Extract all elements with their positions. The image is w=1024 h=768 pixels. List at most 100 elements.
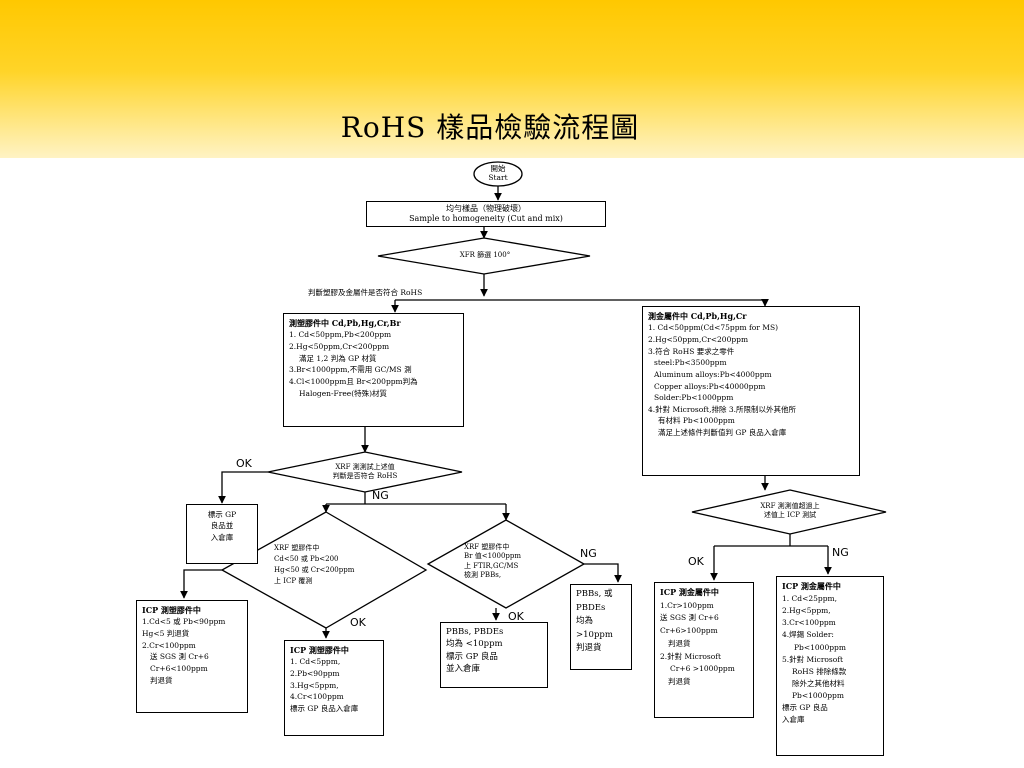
metal-criteria-line: 有材料 Pb<1000ppm [658,416,735,426]
pbb-ng-line: 均為 [576,616,594,627]
pbb-ng-box: PBBs, 或 PBDEs 均為 >10ppm 判退貨 [570,584,632,670]
icp-metal-ok-line: 判退貨 [668,638,691,648]
metal-icp-line: 述值上 ICP 測試 [763,511,817,520]
plastic-criteria-line: 3.Br<1000ppm,不需用 GC/MS 測 [289,365,412,375]
icp-plastic-ng-line: 判退貨 [150,675,173,685]
plastic-br-line: 檢測 PBBs, [464,571,502,580]
icp-plastic-ok-line: 1. Cd<5ppm, [290,657,341,667]
icp-metal-ng-line: RoHS 排除條款 [792,666,847,676]
icp-metal-ok-line: 送 SGS 測 Cr+6 [660,613,719,623]
metal-icp-line: XRF 測測值超過上 [760,502,820,510]
icp-plastic-ng-line: Hg<5 判退貨 [142,629,190,639]
icp-metal-ng-line: 入倉庫 [782,715,805,725]
homogenize-box: 均勻樣品（物理破壞） Sample to homogeneity (Cut an… [366,201,606,227]
icp-metal-ok-box: ICP 測金屬件中 1.Cr>100ppm 送 SGS 測 Cr+6 Cr+6>… [654,582,754,718]
header-band [0,0,1024,158]
pbb-ok-line: PBBs, PBDEs [446,627,504,637]
icp-plastic-ok-line: 標示 GP 良品入倉庫 [290,703,359,713]
metal-criteria-head: 測金屬件中 Cd,Pb,Hg,Cr [648,311,747,321]
plastic-criteria-line: 2.Hg<50ppm,Cr<200ppm [289,342,390,352]
icp-metal-ok-line: Cr+6>100ppm [660,626,718,636]
icp-plastic-ok-line: 4.Cr<100ppm [290,692,344,702]
ok-label: OK [508,610,524,623]
gp-stock-line: 良品並 [210,521,234,531]
ok-label: OK [688,555,704,568]
metal-criteria-line: 滿足上述條件判斷值判 GP 良品入倉庫 [658,428,787,438]
icp-plastic-ng-line: 送 SGS 測 Cr+6 [150,652,209,662]
plastic-criteria-line: 4.Cl<1000ppm且 Br<200ppm判為 [289,376,418,386]
ng-label: NG [372,489,389,502]
icp-plastic-ng-line: 2.Cr<100ppm [142,640,196,650]
slide-title: RoHS 樣品檢驗流程圖 [340,111,640,144]
icp-plastic-ng-line: 1.Cd<5 或 Pb<90ppm [142,617,226,627]
rohs-decision-text: XRF 測測試上述值 判斷是否符合 RoHS [305,463,425,482]
plastic-cd-line: 上 ICP 覆測 [274,576,313,585]
pbb-ok-line: 並入倉庫 [446,663,481,674]
icp-metal-ng-box: ICP 測金屬件中 1. Cd<25ppm, 2.Hg<5ppm, 3.Cr<1… [776,576,884,756]
ng-label: NG [580,547,597,560]
ok-label: OK [350,616,366,629]
metal-criteria-line: 2.Hg<50ppm,Cr<200ppm [648,335,749,345]
plastic-criteria-line: Halogen-Free(特殊)材質 [299,388,388,398]
icp-metal-ng-line: Pb<1000ppm [794,642,846,652]
metal-icp-decision-text: XRF 測測值超過上 述值上 ICP 測試 [735,502,845,521]
icp-metal-ng-line: 4.焊錫 Solder: [782,630,834,640]
icp-metal-ok-line: 判退貨 [668,677,691,687]
gp-stock-box: 標示 GP 良品並 入倉庫 [186,504,258,564]
plastic-br-decision-text: XRF 塑膠件中 Br 值<1000ppm 上 FTIR,GC/MS 檢測 PB… [458,543,564,581]
icp-metal-ng-line: 除外之其他材料 [792,678,845,688]
ok-label: OK [236,457,252,470]
plastic-criteria-line: 1. Cd<50ppm,Pb<200ppm [289,330,392,340]
icp-plastic-ok-line: 2.Pb<90ppm [290,669,340,679]
start-zh: 開始 [490,164,506,173]
plastic-cd-line: XRF 塑膠件中 [274,544,320,552]
plastic-criteria-box: 測塑膠件中 Cd,Pb,Hg,Cr,Br 1. Cd<50ppm,Pb<200p… [283,313,464,427]
metal-criteria-line: Aluminum alloys:Pb<4000ppm [654,369,772,379]
icp-metal-ok-line: 2.針對 Microsoft [660,651,722,661]
icp-metal-ok-head: ICP 測金屬件中 [660,587,719,597]
start-en: Start [488,173,508,182]
plastic-criteria-line: 滿足 1,2 判為 GP 材質 [299,353,377,363]
pbb-ok-box: PBBs, PBDEs 均為 <10ppm 標示 GP 良品 並入倉庫 [440,622,548,688]
icp-metal-ng-line: 3.Cr<100ppm [782,618,836,628]
pbb-ng-line: PBBs, 或 [576,589,613,599]
homogenize-en: Sample to homogeneity (Cut and mix) [409,214,563,224]
icp-metal-ng-line: 標示 GP 良品 [782,703,828,713]
plastic-br-line: Br 值<1000ppm [464,552,521,561]
icp-metal-ng-line: 5.針對 Microsoft [782,654,844,664]
rohs-decision-line: XRF 測測試上述值 [335,463,395,471]
pbb-ng-line: PBDEs [576,602,606,613]
icp-metal-ng-head: ICP 測金屬件中 [782,581,841,591]
plastic-cd-line: Hg<50 或 Cr<200ppm [274,565,355,574]
metal-criteria-box: 測金屬件中 Cd,Pb,Hg,Cr 1. Cd<50ppm(Cd<75ppm f… [642,306,860,476]
pbb-ok-line: 標示 GP 良品 [446,651,498,662]
pbb-ok-line: 均為 <10ppm [446,639,503,650]
metal-criteria-line: 1. Cd<50ppm(Cd<75ppm for MS) [648,323,779,333]
plastic-cd-line: Cd<50 或 Pb<200 [274,554,339,563]
icp-plastic-ok-line: 3.Hg<5ppm, [290,680,339,690]
split-label: 判斷塑膠及金屬件是否符合 RoHS [308,288,423,297]
metal-criteria-line: steel:Pb<3500ppm [654,358,727,368]
icp-plastic-ok-box: ICP 測塑膠件中 1. Cd<5ppm, 2.Pb<90ppm 3.Hg<5p… [284,640,384,736]
homogenize-zh: 均勻樣品（物理破壞） [446,204,526,213]
metal-criteria-line: Copper alloys:Pb<40000ppm [654,381,766,391]
gp-stock-line: 標示 GP [207,510,237,519]
icp-plastic-ng-box: ICP 測塑膠件中 1.Cd<5 或 Pb<90ppm Hg<5 判退貨 2.C… [136,600,248,713]
plastic-cd-decision-text: XRF 塑膠件中 Cd<50 或 Pb<200 Hg<50 或 Cr<200pp… [262,543,402,586]
pbb-ng-line: >10ppm [576,629,613,640]
plastic-br-decision [426,519,586,609]
gp-stock-line: 入倉庫 [210,532,234,542]
start-terminal-text: 開始 Start [474,164,522,182]
pbb-ng-line: 判退貨 [576,643,602,654]
metal-criteria-line: 4.針對 Microsoft,排除 3.所限制以外其他所 [648,404,796,414]
ng-label: NG [832,546,849,559]
metal-criteria-line: 3.符合 RoHS 要求之零件 [648,346,735,356]
icp-metal-ng-line: 1. Cd<25ppm, [782,593,838,603]
rohs-decision-line: 判斷是否符合 RoHS [332,472,398,481]
plastic-br-line: 上 FTIR,GC/MS [464,561,519,570]
plastic-criteria-head: 測塑膠件中 Cd,Pb,Hg,Cr,Br [289,318,401,328]
icp-metal-ng-line: 2.Hg<5ppm, [782,606,831,616]
metal-criteria-line: Solder:Pb<1000ppm [654,393,734,403]
icp-plastic-ng-head: ICP 測塑膠件中 [142,605,201,615]
